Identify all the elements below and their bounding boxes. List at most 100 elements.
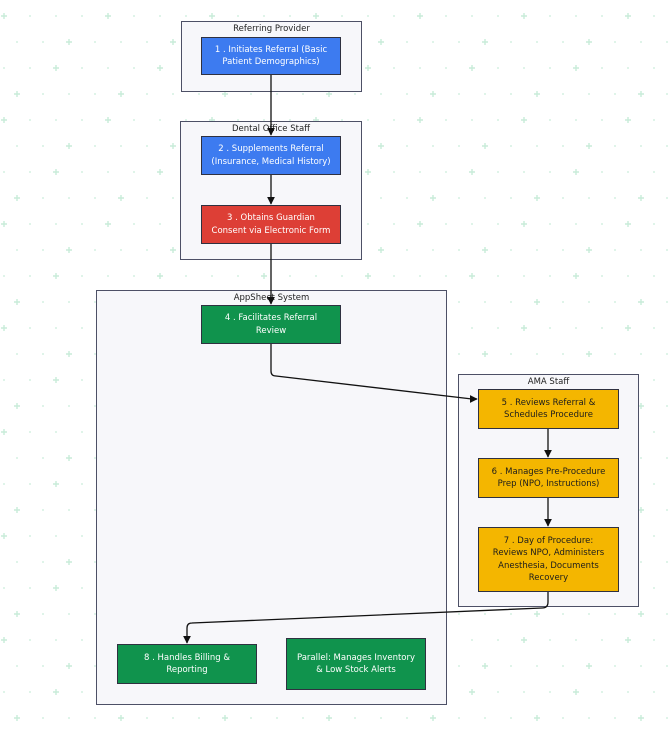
bg-dot-mark [562, 353, 564, 355]
bg-dot-mark [458, 665, 460, 667]
bg-dot-mark [42, 613, 44, 615]
bg-dot-mark [68, 717, 70, 719]
bg-dot-mark [510, 613, 512, 615]
bg-dot-mark [393, 171, 395, 173]
bg-dot-mark [510, 93, 512, 95]
bg-dot-mark [94, 717, 96, 719]
bg-dot-mark [523, 67, 525, 69]
bg-dot-mark [393, 275, 395, 277]
bg-dot-mark [146, 197, 148, 199]
bg-dot-mark [120, 249, 122, 251]
bg-plus-mark [430, 195, 436, 201]
node-parallel-inventory-alerts[interactable]: Parallel: Manages Inventory & Low Stock … [286, 638, 426, 690]
node-4-facilitates-review[interactable]: 4 . Facilitates Referral Review [201, 305, 341, 344]
bg-dot-mark [393, 15, 395, 17]
bg-dot-mark [94, 509, 96, 511]
bg-dot-mark [549, 15, 551, 17]
bg-dot-mark [588, 717, 590, 719]
bg-dot-mark [237, 15, 239, 17]
bg-dot-mark [55, 535, 57, 537]
bg-dot-mark [497, 15, 499, 17]
bg-dot-mark [536, 41, 538, 43]
bg-dot-mark [484, 613, 486, 615]
bg-dot-mark [614, 717, 616, 719]
bg-plus-mark [157, 169, 163, 175]
bg-dot-mark [185, 119, 187, 121]
bg-dot-mark [29, 431, 31, 433]
bg-dot-mark [81, 15, 83, 17]
bg-dot-mark [185, 15, 187, 17]
bg-plus-mark [170, 143, 176, 149]
bg-dot-mark [549, 275, 551, 277]
bg-plus-mark [14, 403, 20, 409]
bg-dot-mark [81, 535, 83, 537]
bg-dot-mark [42, 249, 44, 251]
bg-dot-mark [29, 171, 31, 173]
bg-dot-mark [367, 15, 369, 17]
bg-dot-mark [601, 119, 603, 121]
bg-dot-mark [640, 353, 642, 355]
bg-dot-mark [302, 93, 304, 95]
bg-dot-mark [640, 145, 642, 147]
bg-dot-mark [237, 275, 239, 277]
bg-plus-mark [534, 91, 540, 97]
bg-dot-mark [81, 639, 83, 641]
bg-plus-mark [1, 13, 7, 19]
bg-plus-mark [469, 65, 475, 71]
bg-dot-mark [523, 171, 525, 173]
bg-dot-mark [458, 249, 460, 251]
bg-plus-mark [417, 13, 423, 19]
bg-dot-mark [627, 275, 629, 277]
bg-dot-mark [81, 223, 83, 225]
bg-dot-mark [497, 67, 499, 69]
bg-plus-mark [521, 325, 527, 331]
bg-plus-mark [53, 273, 59, 279]
bg-dot-mark [29, 379, 31, 381]
bg-dot-mark [510, 301, 512, 303]
node-1-initiates-referral[interactable]: 1 . Initiates Referral (Basic Patient De… [201, 37, 341, 75]
bg-dot-mark [549, 67, 551, 69]
bg-dot-mark [354, 93, 356, 95]
bg-dot-mark [562, 93, 564, 95]
bg-dot-mark [406, 145, 408, 147]
bg-dot-mark [29, 119, 31, 121]
node-8-billing-and-reporting[interactable]: 8 . Handles Billing & Reporting [117, 644, 257, 684]
bg-plus-mark [521, 117, 527, 123]
bg-dot-mark [666, 41, 668, 43]
bg-plus-mark [118, 715, 124, 721]
bg-plus-mark [14, 507, 20, 513]
bg-dot-mark [497, 171, 499, 173]
lane-title-ama-staff: AMA Staff [527, 377, 570, 387]
bg-dot-mark [601, 275, 603, 277]
node-6-pre-procedure-prep[interactable]: 6 . Manages Pre-Procedure Prep (NPO, Ins… [478, 458, 619, 498]
bg-dot-mark [432, 41, 434, 43]
bg-dot-mark [497, 119, 499, 121]
bg-dot-mark [510, 249, 512, 251]
bg-dot-mark [133, 15, 135, 17]
bg-dot-mark [289, 275, 291, 277]
node-5-reviews-and-schedules[interactable]: 5 . Reviews Referral & Schedules Procedu… [478, 389, 619, 429]
bg-dot-mark [666, 249, 668, 251]
bg-plus-mark [573, 169, 579, 175]
bg-dot-mark [159, 223, 161, 225]
node-3-guardian-consent[interactable]: 3 . Obtains Guardian Consent via Electro… [201, 205, 341, 244]
bg-dot-mark [601, 327, 603, 329]
bg-dot-mark [562, 249, 564, 251]
bg-dot-mark [614, 197, 616, 199]
bg-dot-mark [536, 353, 538, 355]
bg-plus-mark [378, 39, 384, 45]
bg-plus-mark [66, 247, 72, 253]
bg-dot-mark [549, 691, 551, 693]
node-7-day-of-procedure[interactable]: 7 . Day of Procedure: Reviews NPO, Admin… [478, 527, 619, 592]
bg-dot-mark [107, 67, 109, 69]
bg-dot-mark [523, 275, 525, 277]
bg-plus-mark [482, 663, 488, 669]
bg-dot-mark [627, 691, 629, 693]
bg-dot-mark [133, 171, 135, 173]
bg-dot-mark [601, 67, 603, 69]
node-2-supplements-referral[interactable]: 2 . Supplements Referral (Insurance, Med… [201, 136, 341, 175]
bg-dot-mark [3, 379, 5, 381]
bg-dot-mark [81, 379, 83, 381]
bg-dot-mark [146, 93, 148, 95]
